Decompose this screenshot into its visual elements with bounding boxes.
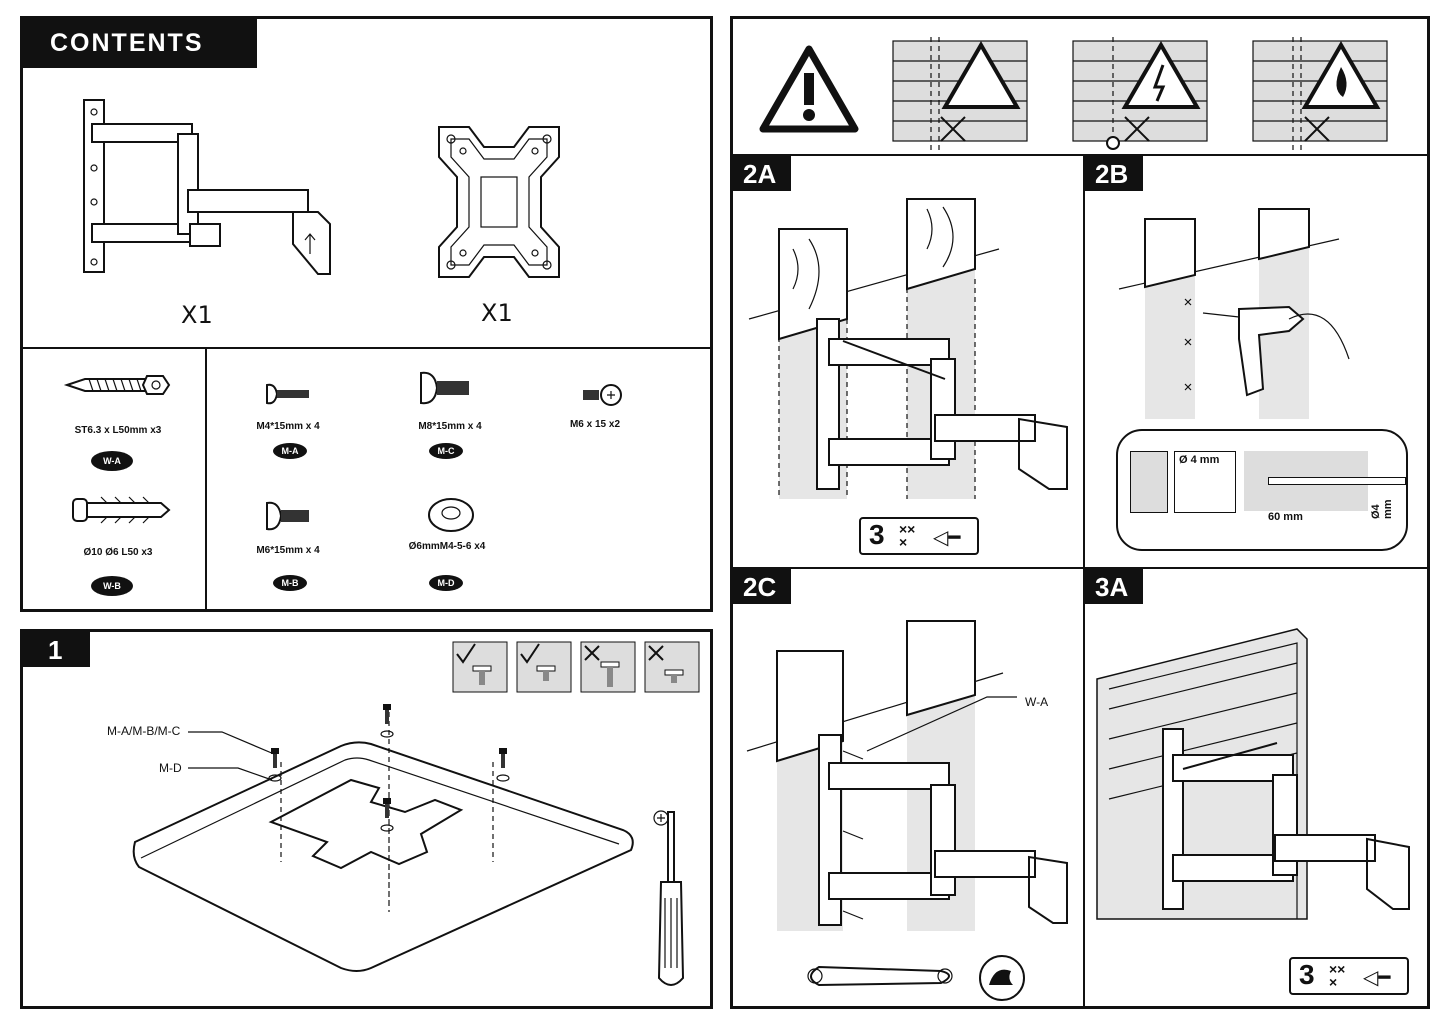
plate-quantity: X1 <box>481 299 513 327</box>
drill-diameter: Ø 4 mm <box>1179 454 1220 466</box>
m6-caption: M6 x 15 x2 <box>569 419 621 430</box>
step2a-illustration <box>748 198 1068 499</box>
column-divider <box>1083 154 1085 1006</box>
screwdriver-icon <box>653 810 685 986</box>
drill-spec-callout: Ø 4 mm 60 mm Ø4 mm <box>1116 429 1408 551</box>
screw-depth-guide <box>452 641 700 693</box>
mid-divider <box>733 567 1427 569</box>
step1-screws <box>268 704 510 832</box>
step3a-label: 3A <box>1085 569 1143 604</box>
wrench-icon <box>807 965 953 987</box>
wa-badge: W-A <box>91 451 133 471</box>
wall-mount-arm-illustration <box>83 99 331 275</box>
drill-bit-box: Ø 4 mm <box>1174 451 1236 513</box>
water-pipe-warning-icon <box>892 37 1028 153</box>
step2a-mark-icon: ×× × <box>899 521 916 550</box>
drill-bit-diameter: Ø4 mm <box>1370 499 1394 519</box>
wb-badge: W-B <box>91 576 133 596</box>
step2c-callout: W-A <box>1025 695 1049 709</box>
tv-back-illustration <box>132 712 634 972</box>
screw-callout: M-A/M-B/M-C <box>107 724 181 738</box>
m6-bolt-icon <box>583 384 622 406</box>
step1-callout-lines <box>188 731 275 781</box>
m6-screw-icon <box>266 501 309 531</box>
contents-panel: CONTENTS X1 X1 ST6.3 x L50mm x3 W-A <box>20 16 713 612</box>
step3a-illustration <box>1096 628 1410 920</box>
general-warning-icon <box>759 45 859 133</box>
washer-callout: M-D <box>159 761 182 775</box>
step1-label: 1 <box>23 632 90 667</box>
pencil-icon: ◁━ <box>1363 967 1391 989</box>
hardware-divider <box>205 347 207 609</box>
drill-depth: 60 mm <box>1268 511 1303 523</box>
step2c-illustration <box>746 620 1068 931</box>
washer-icon <box>428 498 474 532</box>
step2a-count-box: 3 ×× × ◁━ <box>859 517 979 555</box>
strength-icon <box>979 955 1025 1001</box>
mc-caption: M8*15mm x 4 <box>418 421 482 432</box>
wall-anchor-icon <box>72 496 171 524</box>
m8-screw-icon <box>420 371 469 405</box>
installation-panel: 2A 3 ×× × ◁━ 2B Ø 4 mm <box>730 16 1430 1009</box>
drill-bit-bar <box>1268 477 1406 485</box>
step2a-label: 2A <box>733 156 791 191</box>
step3a-count-box: 3 ×× × ◁━ <box>1289 957 1409 995</box>
ma-badge: M-A <box>273 443 307 459</box>
step3a-count: 3 <box>1299 959 1315 990</box>
md-badge: M-D <box>429 575 463 591</box>
step3a-mark-icon: ×× × <box>1329 961 1346 990</box>
wb-caption: Ø10 Ø6 L50 x3 <box>83 547 153 558</box>
wa-caption: ST6.3 x L50mm x3 <box>74 425 162 436</box>
step2a-count: 3 <box>869 519 885 550</box>
md-caption: Ø6mmM4-5-6 x4 <box>408 541 486 552</box>
mb-badge: M-B <box>273 575 307 591</box>
contents-title: CONTENTS <box>23 19 257 68</box>
vesa-plate-illustration <box>438 126 560 278</box>
arm-quantity: X1 <box>181 301 213 329</box>
warning-divider <box>733 154 1427 156</box>
lag-screw-icon <box>63 375 171 395</box>
wood-sample-icon <box>1130 451 1168 513</box>
ma-caption: M4*15mm x 4 <box>256 421 320 432</box>
step2b-illustration <box>1118 208 1350 419</box>
step2c-label: 2C <box>733 569 791 604</box>
pencil-icon: ◁━ <box>933 527 961 549</box>
step2b-label: 2B <box>1085 156 1143 191</box>
mc-badge: M-C <box>429 443 463 459</box>
contents-divider <box>23 347 710 349</box>
gas-warning-icon <box>1252 37 1388 153</box>
step1-panel: 1 M-A/M-B/M-C M-D <box>20 629 713 1009</box>
mb-caption: M6*15mm x 4 <box>256 545 320 556</box>
electric-warning-icon <box>1072 37 1208 153</box>
m4-screw-icon <box>266 383 309 405</box>
